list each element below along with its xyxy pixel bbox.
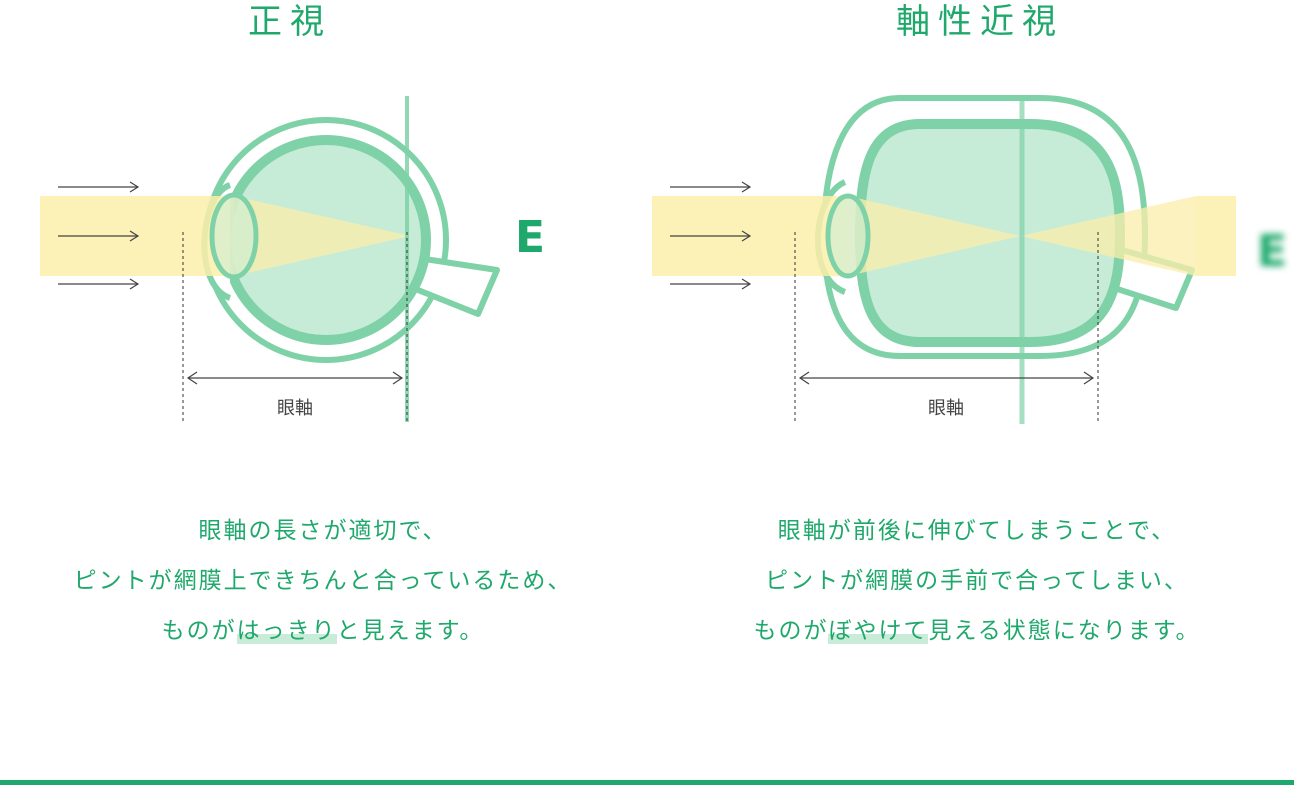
caption-axial-myopia: 眼軸が前後に伸びてしまうことで、 ピントが網膜の手前で合ってしまい、 ものがぼや… <box>660 506 1294 656</box>
target-letter: E <box>515 212 545 263</box>
light-beam-exit <box>1196 196 1236 276</box>
eye-diagram-axial-myopia: 眼軸 E <box>652 95 1287 424</box>
caption-line: 眼軸の長さが適切で、 <box>198 518 448 544</box>
caption-highlight: ぼやけて <box>828 618 929 644</box>
light-cone <box>234 196 410 276</box>
caption-line: 眼軸が前後に伸びてしまうことで、 <box>777 518 1177 544</box>
title-emmetropia: 正視 <box>248 2 332 42</box>
eye-diagrams: 眼軸 E <box>40 95 1287 424</box>
light-cone <box>848 196 1020 276</box>
incoming-light-arrows <box>670 181 752 290</box>
axis-length-arrow <box>186 371 404 385</box>
caption-line: ピントが網膜上できちんと合っているため、 <box>73 568 573 594</box>
caption-highlight: はっきり <box>236 618 337 644</box>
optic-nerve <box>406 255 500 317</box>
axis-label: 眼軸 <box>277 398 313 419</box>
eye-diagram-emmetropia: 眼軸 E <box>40 96 545 422</box>
caption-line: ものがぼやけて見える状態になります。 <box>753 618 1201 644</box>
title-axial-myopia: 軸性近視 <box>896 2 1064 42</box>
target-letter-blurred: E <box>1257 226 1287 277</box>
light-cone-diverging <box>1020 196 1196 276</box>
eye-lens <box>825 193 871 279</box>
caption-emmetropia: 眼軸の長さが適切で、 ピントが網膜上できちんと合っているため、 ものがはっきりと… <box>0 506 646 656</box>
incoming-light-arrows <box>58 181 140 290</box>
axis-length-arrow <box>798 371 1095 385</box>
caption-line: ピントが網膜の手前で合ってしまい、 <box>765 568 1189 594</box>
caption-line: ものがはっきりと見えます。 <box>161 618 485 644</box>
axis-label: 眼軸 <box>928 398 964 419</box>
eye-lens <box>209 192 259 280</box>
bottom-divider <box>0 780 1294 785</box>
